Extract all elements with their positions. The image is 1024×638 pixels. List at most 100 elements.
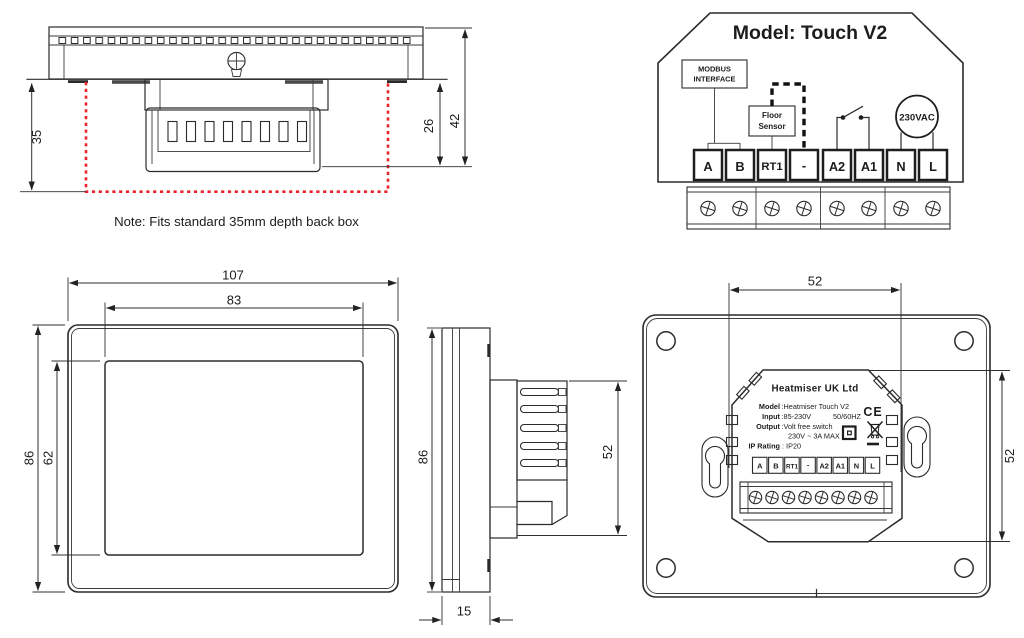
terminal-block-section: [145, 107, 321, 173]
keyhole-slot-right: [903, 416, 931, 478]
terminal-box-a2: [821, 148, 853, 182]
back-box-outline-dashed: [84, 82, 390, 193]
heatsink-step: [516, 479, 568, 526]
wiring-title: Model: Touch V2: [733, 22, 888, 44]
dim-screen-width-label: 83: [227, 293, 241, 308]
dim-side-thickness-label: 15: [457, 604, 471, 619]
floor-label-line2: Sensor: [758, 122, 785, 131]
back-module-outline: [731, 369, 903, 543]
terminal-label-a1: A1: [861, 159, 877, 174]
floor-sensor-dashed-link: [770, 82, 806, 150]
dim-back-module-height-label: 52: [1002, 449, 1017, 463]
label-input-value: :85-230V: [782, 412, 812, 421]
dim-back-box-depth-label: 35: [29, 130, 44, 144]
dim-front-width-label: 107: [222, 268, 244, 283]
label-output-key: Output: [756, 422, 780, 431]
screw-icon: [796, 200, 812, 217]
front-view: 107 83 86 62: [22, 268, 399, 593]
retaining-clip: [487, 344, 491, 357]
screw-icon: [829, 200, 845, 217]
label-input-key: Input: [762, 412, 780, 421]
dim-side-height-label: 86: [416, 450, 431, 464]
back-terminal-b: B: [773, 461, 778, 470]
back-terminal-a: A: [757, 461, 763, 470]
modbus-label-line2: INTERFACE: [694, 75, 736, 84]
dim-front-width: 107: [67, 268, 399, 321]
switch-symbol: [836, 105, 870, 151]
screw-icon: [700, 200, 716, 217]
screw-icon: [732, 200, 748, 217]
terminal-label-minus: -: [802, 158, 806, 173]
label-input-frequency: 50/60HZ: [833, 412, 862, 421]
terminal-box-a1: [853, 148, 885, 182]
side-clips: [725, 414, 899, 466]
back-terminal-l: L: [870, 461, 875, 470]
wiring-diagram: Model: Touch V2 MODBUS INTERFACE Floor S…: [657, 12, 964, 230]
dim-back-mounting-width: 52: [728, 274, 902, 472]
front-frame-inner: [71, 328, 395, 589]
corner-screw-hole: [954, 558, 974, 578]
side-module-body: [489, 379, 518, 539]
terminal-label-n: N: [896, 159, 905, 174]
side-faceplate: [441, 327, 491, 593]
terminal-label-rt1: RT1: [761, 161, 782, 173]
terminal-screw-strip: [686, 186, 951, 230]
dim-side-thickness: 15: [419, 596, 513, 625]
label-ip-key: IP Rating: [749, 442, 781, 451]
dim-side-module-height: 52: [517, 380, 627, 536]
label-model-value: :Heatmiser Touch V2: [782, 402, 850, 411]
dim-total-depth-label: 42: [447, 114, 462, 128]
terminal-label-a2: A2: [829, 159, 845, 174]
weee-icon: [866, 421, 884, 446]
supply-voltage-label: 230VAC: [899, 113, 935, 124]
side-view: 86 52 15: [416, 327, 627, 625]
corner-screw-hole: [656, 331, 676, 351]
fixing-lugs: [68, 80, 407, 84]
wiring-outline: [657, 12, 964, 183]
dim-back-box-depth: 35: [20, 82, 86, 193]
back-terminals: A B RT1 - A2 A1 N L: [751, 456, 881, 474]
terminal-box-rt1: [756, 148, 788, 182]
dim-screen-height: 62: [41, 360, 100, 556]
modbus-label-line1: MODBUS: [698, 65, 731, 74]
screw-icon: [925, 200, 941, 217]
dim-module-depth-label: 26: [421, 119, 436, 133]
terminal-box-a: [692, 148, 724, 182]
retaining-clip: [487, 559, 491, 572]
terminal-box-n: [885, 148, 917, 182]
terminal-box-minus: [788, 148, 820, 182]
back-terminal-minus: -: [807, 461, 810, 470]
supply-symbol: 230VAC: [895, 94, 939, 151]
screw-icon: [861, 200, 877, 217]
terminal-box-l: [917, 148, 949, 182]
back-box-note: Note: Fits standard 35mm depth back box: [114, 214, 359, 229]
fixing-screw-icon: [227, 51, 246, 77]
screw-icon: [764, 200, 780, 217]
floor-label-line1: Floor: [762, 111, 782, 120]
dim-front-height-label: 86: [22, 451, 37, 465]
modbus-interface-box: MODBUS INTERFACE: [681, 59, 748, 150]
dim-back-module-height: 52: [856, 370, 1017, 542]
front-screen: [104, 360, 364, 556]
faceplate-outline: [48, 26, 424, 80]
label-output-value: :Volt free switch: [782, 422, 833, 431]
vent-slots: [58, 37, 414, 44]
rear-module-section: [144, 78, 329, 173]
dim-front-height: 86: [22, 324, 65, 593]
side-heatsink: [516, 380, 568, 526]
label-output-value2: 230V ~ 3A MAX: [788, 432, 840, 441]
terminal-openings: [167, 120, 308, 143]
chamfer-clips: [735, 371, 901, 404]
dim-screen-height-label: 62: [41, 451, 56, 465]
dim-module-depth: 26: [322, 82, 472, 168]
dim-side-height: 86: [416, 327, 441, 593]
dim-side-module-height-label: 52: [600, 445, 615, 459]
back-view: Heatmiser UK Ltd Model :Heatmiser Touch …: [642, 274, 1017, 598]
back-screw-strip: [739, 481, 893, 521]
screw-icon: [893, 200, 909, 217]
modbus-wires: [707, 88, 741, 150]
terminal-label-a: A: [703, 159, 712, 174]
terminal-box-b: [724, 148, 756, 182]
corner-screw-hole: [954, 331, 974, 351]
